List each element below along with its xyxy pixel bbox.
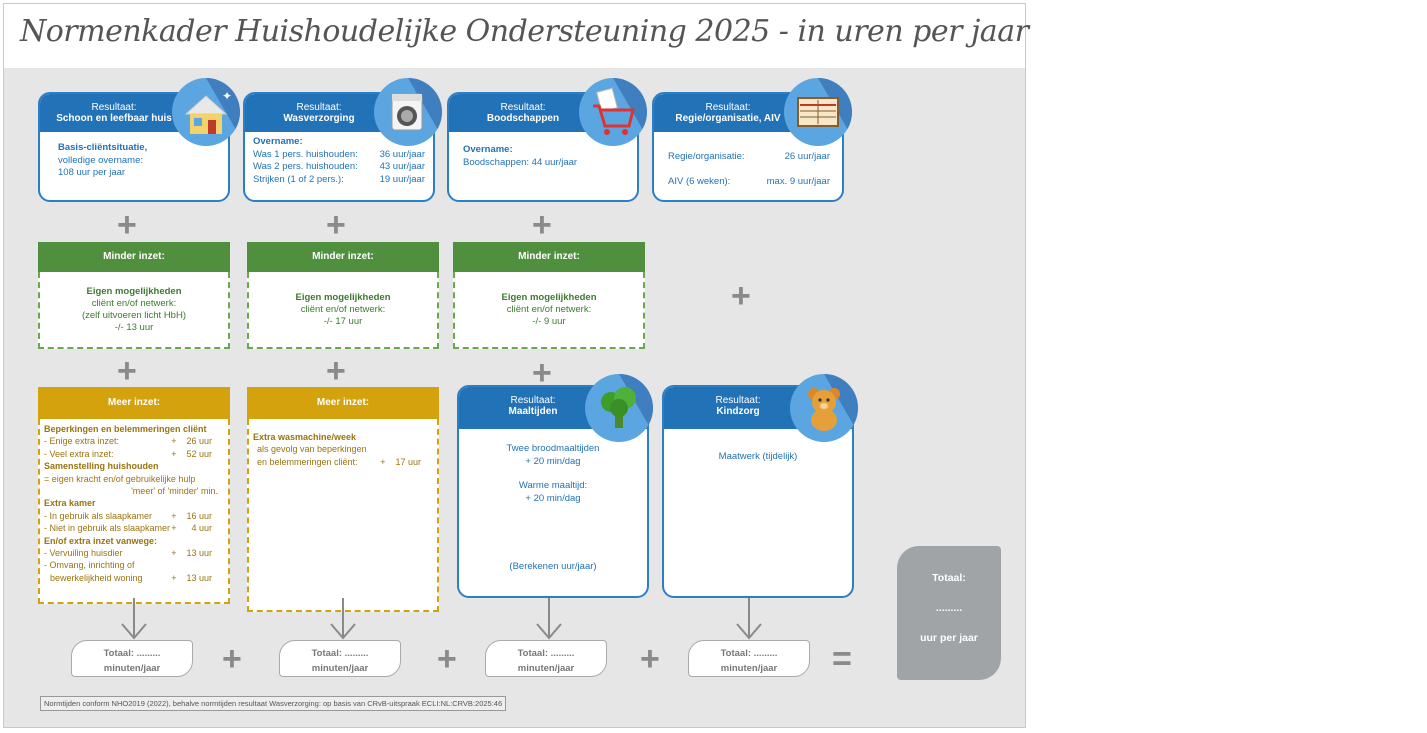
planner-icon (784, 78, 852, 146)
card-line: Basis-cliëntsituatie, (58, 142, 148, 153)
plus-sign: + (532, 354, 552, 392)
card-label: Resultaat: (500, 102, 546, 113)
card-line: 108 uur per jaar (58, 167, 126, 178)
plus-sign: + (532, 206, 552, 244)
card-line: volledige overname: (58, 154, 144, 166)
card-name: Schoon en leefbaar huis (56, 113, 172, 124)
washing-machine-icon (374, 78, 442, 146)
meer-box-2: Meer inzet: Extra wasmachine/week als ge… (247, 387, 439, 612)
house-icon: ✦ (172, 78, 240, 146)
minder-box-3: Minder inzet: Eigen mogelijkheden cliënt… (453, 242, 645, 349)
total-box-1: Totaal: .........minuten/jaar (71, 640, 193, 677)
plus-sign: + (640, 640, 660, 678)
card-row: Was 1 pers. huishouden:36 uur/jaar (253, 148, 425, 160)
minder-head: Minder inzet: (38, 242, 230, 272)
total-box-4: Totaal: .........minuten/jaar (688, 640, 810, 677)
minder-box-1: Minder inzet: Eigen mogelijkheden cliënt… (38, 242, 230, 349)
plus-sign: + (117, 352, 137, 390)
card-label: Resultaat: (705, 102, 751, 113)
title-bar: Normenkader Huishoudelijke Ondersteuning… (4, 4, 1029, 68)
meer-head: Meer inzet: (247, 387, 439, 419)
total-box-2: Totaal: .........minuten/jaar (279, 640, 401, 677)
minder-head: Minder inzet: (453, 242, 645, 272)
equals-sign: = (832, 640, 852, 678)
plus-sign: + (437, 640, 457, 678)
teddy-bear-icon (790, 374, 858, 442)
svg-text:✦: ✦ (222, 89, 232, 103)
total-box-3: Totaal: .........minuten/jaar (485, 640, 607, 677)
card-label: Resultaat: (296, 102, 342, 113)
card-heading: Overname: (253, 136, 303, 147)
card-name: Wasverzorging (283, 113, 355, 124)
page-title: Normenkader Huishoudelijke Ondersteuning… (20, 14, 1029, 49)
poster: Normenkader Huishoudelijke Ondersteuning… (3, 3, 1029, 728)
meer-box-1: Meer inzet: Beperkingen en belemmeringen… (38, 387, 230, 604)
card-row: AIV (6 weken):max. 9 uur/jaar (668, 176, 830, 187)
card-row: Was 2 pers. huishouden:43 uur/jaar (253, 161, 425, 172)
footnote: Normtijden conform NHO2019 (2022), behal… (40, 696, 507, 711)
card-row: Regie/organisatie:26 uur/jaar (668, 151, 830, 162)
arrows (121, 598, 762, 640)
card-row: Strijken (1 of 2 pers.):19 uur/jaar (253, 173, 425, 185)
grand-total-box: Totaal: ......... uur per jaar (897, 546, 1001, 680)
minder-box-2: Minder inzet: Eigen mogelijkheden cliënt… (247, 242, 439, 349)
card-line: Boodschappen: 44 uur/jaar (463, 156, 578, 168)
plus-sign: + (326, 206, 346, 244)
card-heading: Overname: (463, 144, 513, 155)
minder-bold: Eigen mogelijkheden (86, 286, 182, 297)
plus-sign: + (731, 277, 751, 315)
shopping-cart-icon (579, 78, 647, 146)
plus-sign: + (326, 352, 346, 390)
card-name: Regie/organisatie, AIV (675, 113, 781, 124)
plus-sign: + (222, 640, 242, 678)
meer-head: Meer inzet: (38, 387, 230, 419)
card-label: Resultaat: (91, 102, 137, 113)
plus-sign: + (117, 206, 137, 244)
card-name: Boodschappen (486, 113, 560, 124)
broccoli-icon (585, 374, 653, 442)
minder-head: Minder inzet: (247, 242, 439, 272)
